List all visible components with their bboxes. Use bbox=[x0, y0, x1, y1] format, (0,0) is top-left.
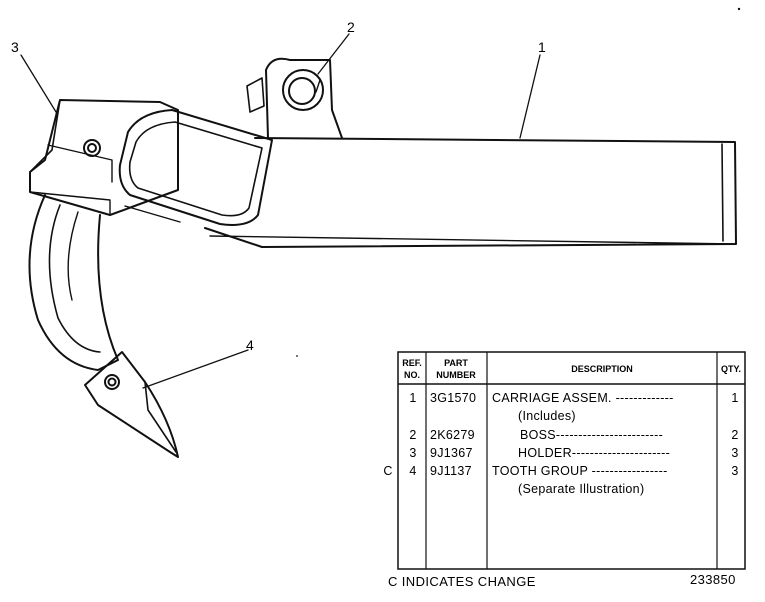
ripper-tooth bbox=[84, 351, 179, 458]
header-part-line1: PART bbox=[444, 358, 468, 368]
leader-1 bbox=[519, 54, 541, 139]
boss-bracket bbox=[246, 57, 343, 139]
header-description: DESCRIPTION bbox=[571, 364, 633, 374]
figure-number: 233850 bbox=[690, 572, 736, 587]
leader-lines bbox=[20, 33, 541, 389]
row2-ref: 2 bbox=[409, 428, 416, 442]
header-part-line2: NUMBER bbox=[436, 370, 476, 380]
row4-ref: 4 bbox=[409, 464, 416, 478]
ripper-shank bbox=[28, 194, 119, 371]
carriage-beam bbox=[204, 137, 737, 248]
row4-note: (Separate Illustration) bbox=[518, 482, 644, 496]
change-legend: C INDICATES CHANGE bbox=[388, 574, 536, 589]
ripper-illustration bbox=[20, 33, 737, 458]
row3-ref: 3 bbox=[409, 446, 416, 460]
row1-qty: 1 bbox=[731, 391, 738, 405]
speck bbox=[737, 7, 741, 11]
row1-part: 3G1570 bbox=[430, 391, 476, 405]
row2-qty: 2 bbox=[731, 428, 738, 442]
callout-4: 4 bbox=[246, 337, 254, 353]
row4-part: 9J1137 bbox=[430, 464, 472, 478]
header-qty: QTY. bbox=[721, 364, 741, 374]
callout-3: 3 bbox=[11, 39, 19, 55]
row3-qty: 3 bbox=[731, 446, 738, 460]
row4-change-marker: C bbox=[383, 464, 392, 478]
holder-block bbox=[29, 99, 273, 226]
row1-ref: 1 bbox=[409, 391, 416, 405]
row2-desc: BOSS------------------------ bbox=[520, 428, 663, 442]
row3-part: 9J1367 bbox=[430, 446, 473, 460]
row4-desc: TOOTH GROUP ----------------- bbox=[492, 464, 668, 478]
row3-desc: HOLDER---------------------- bbox=[518, 446, 670, 460]
header-ref-line1: REF. bbox=[402, 358, 422, 368]
leader-2 bbox=[317, 33, 350, 75]
speck bbox=[296, 355, 298, 357]
callout-2: 2 bbox=[347, 19, 355, 35]
leader-3 bbox=[20, 54, 57, 113]
row1-desc: CARRIAGE ASSEM. ------------- bbox=[492, 391, 674, 405]
row2-part: 2K6279 bbox=[430, 428, 475, 442]
parts-table: REF. NO. PART NUMBER DESCRIPTION QTY. 1 … bbox=[383, 351, 746, 570]
callout-1: 1 bbox=[538, 39, 546, 55]
row1-note: (Includes) bbox=[518, 409, 576, 423]
leader-4 bbox=[142, 349, 249, 389]
header-ref-line2: NO. bbox=[404, 370, 420, 380]
row4-qty: 3 bbox=[731, 464, 738, 478]
